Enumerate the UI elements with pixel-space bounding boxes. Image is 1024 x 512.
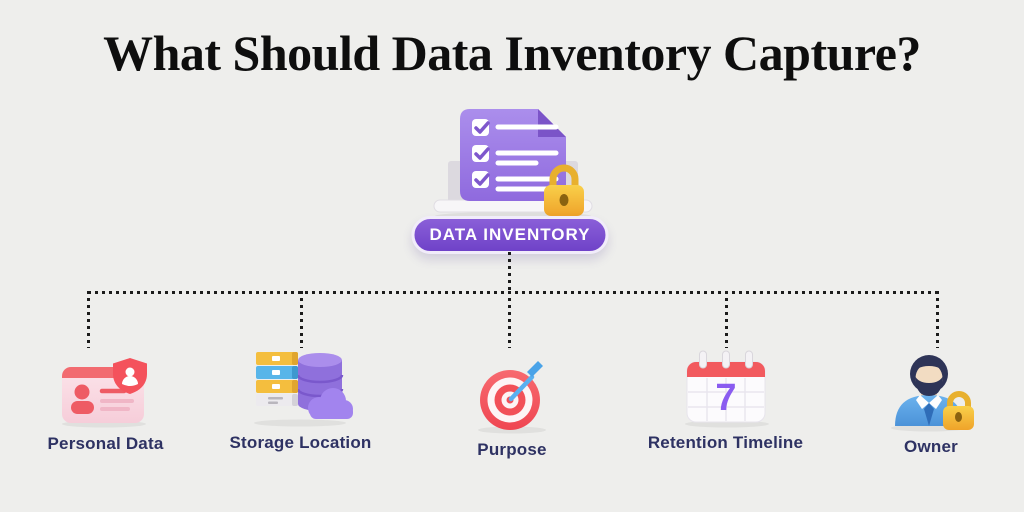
clipboard-checklist-lock-icon [433, 109, 593, 220]
calendar-rings [698, 350, 753, 369]
lock-icon [943, 391, 974, 430]
branch-storage-location: Storage Location [213, 346, 388, 453]
connector-drop-owner [936, 291, 939, 348]
person-lock-icon [891, 355, 974, 432]
branch-purpose: Purpose [432, 355, 592, 460]
branch-owner: Owner [850, 350, 1012, 457]
dart [508, 361, 543, 402]
shield-icon [112, 358, 147, 394]
calendar-icon: 7 [684, 350, 769, 428]
branch-retention-timeline: 7 Retention Timeline [638, 346, 813, 453]
branch-label: Storage Location [229, 433, 372, 452]
person-avatar [895, 355, 963, 426]
server-database-cloud-icon [254, 352, 353, 427]
branch-label: Purpose [477, 440, 547, 459]
server-rack [256, 352, 298, 406]
id-card-shield-icon [61, 358, 147, 428]
branch-label: Owner [904, 437, 958, 456]
branch-label: Personal Data [47, 434, 164, 453]
cloud-icon [308, 388, 353, 419]
connector-drop-purpose [508, 291, 511, 348]
connector-trunk [508, 252, 511, 293]
connector-drop-personal-data [87, 291, 90, 348]
connector-horizontal [88, 291, 939, 294]
data-inventory-badge: DATA INVENTORY [411, 216, 609, 254]
connector-drop-storage-location [300, 291, 303, 348]
target-dart-icon [478, 361, 546, 434]
lock-icon [544, 164, 584, 216]
branch-label: Retention Timeline [647, 433, 804, 452]
branch-personal-data: Personal Data [18, 353, 193, 454]
calendar-day-number: 7 [715, 377, 736, 419]
page-title: What Should Data Inventory Capture? [103, 25, 921, 81]
connector-drop-retention-timeline [725, 291, 728, 348]
